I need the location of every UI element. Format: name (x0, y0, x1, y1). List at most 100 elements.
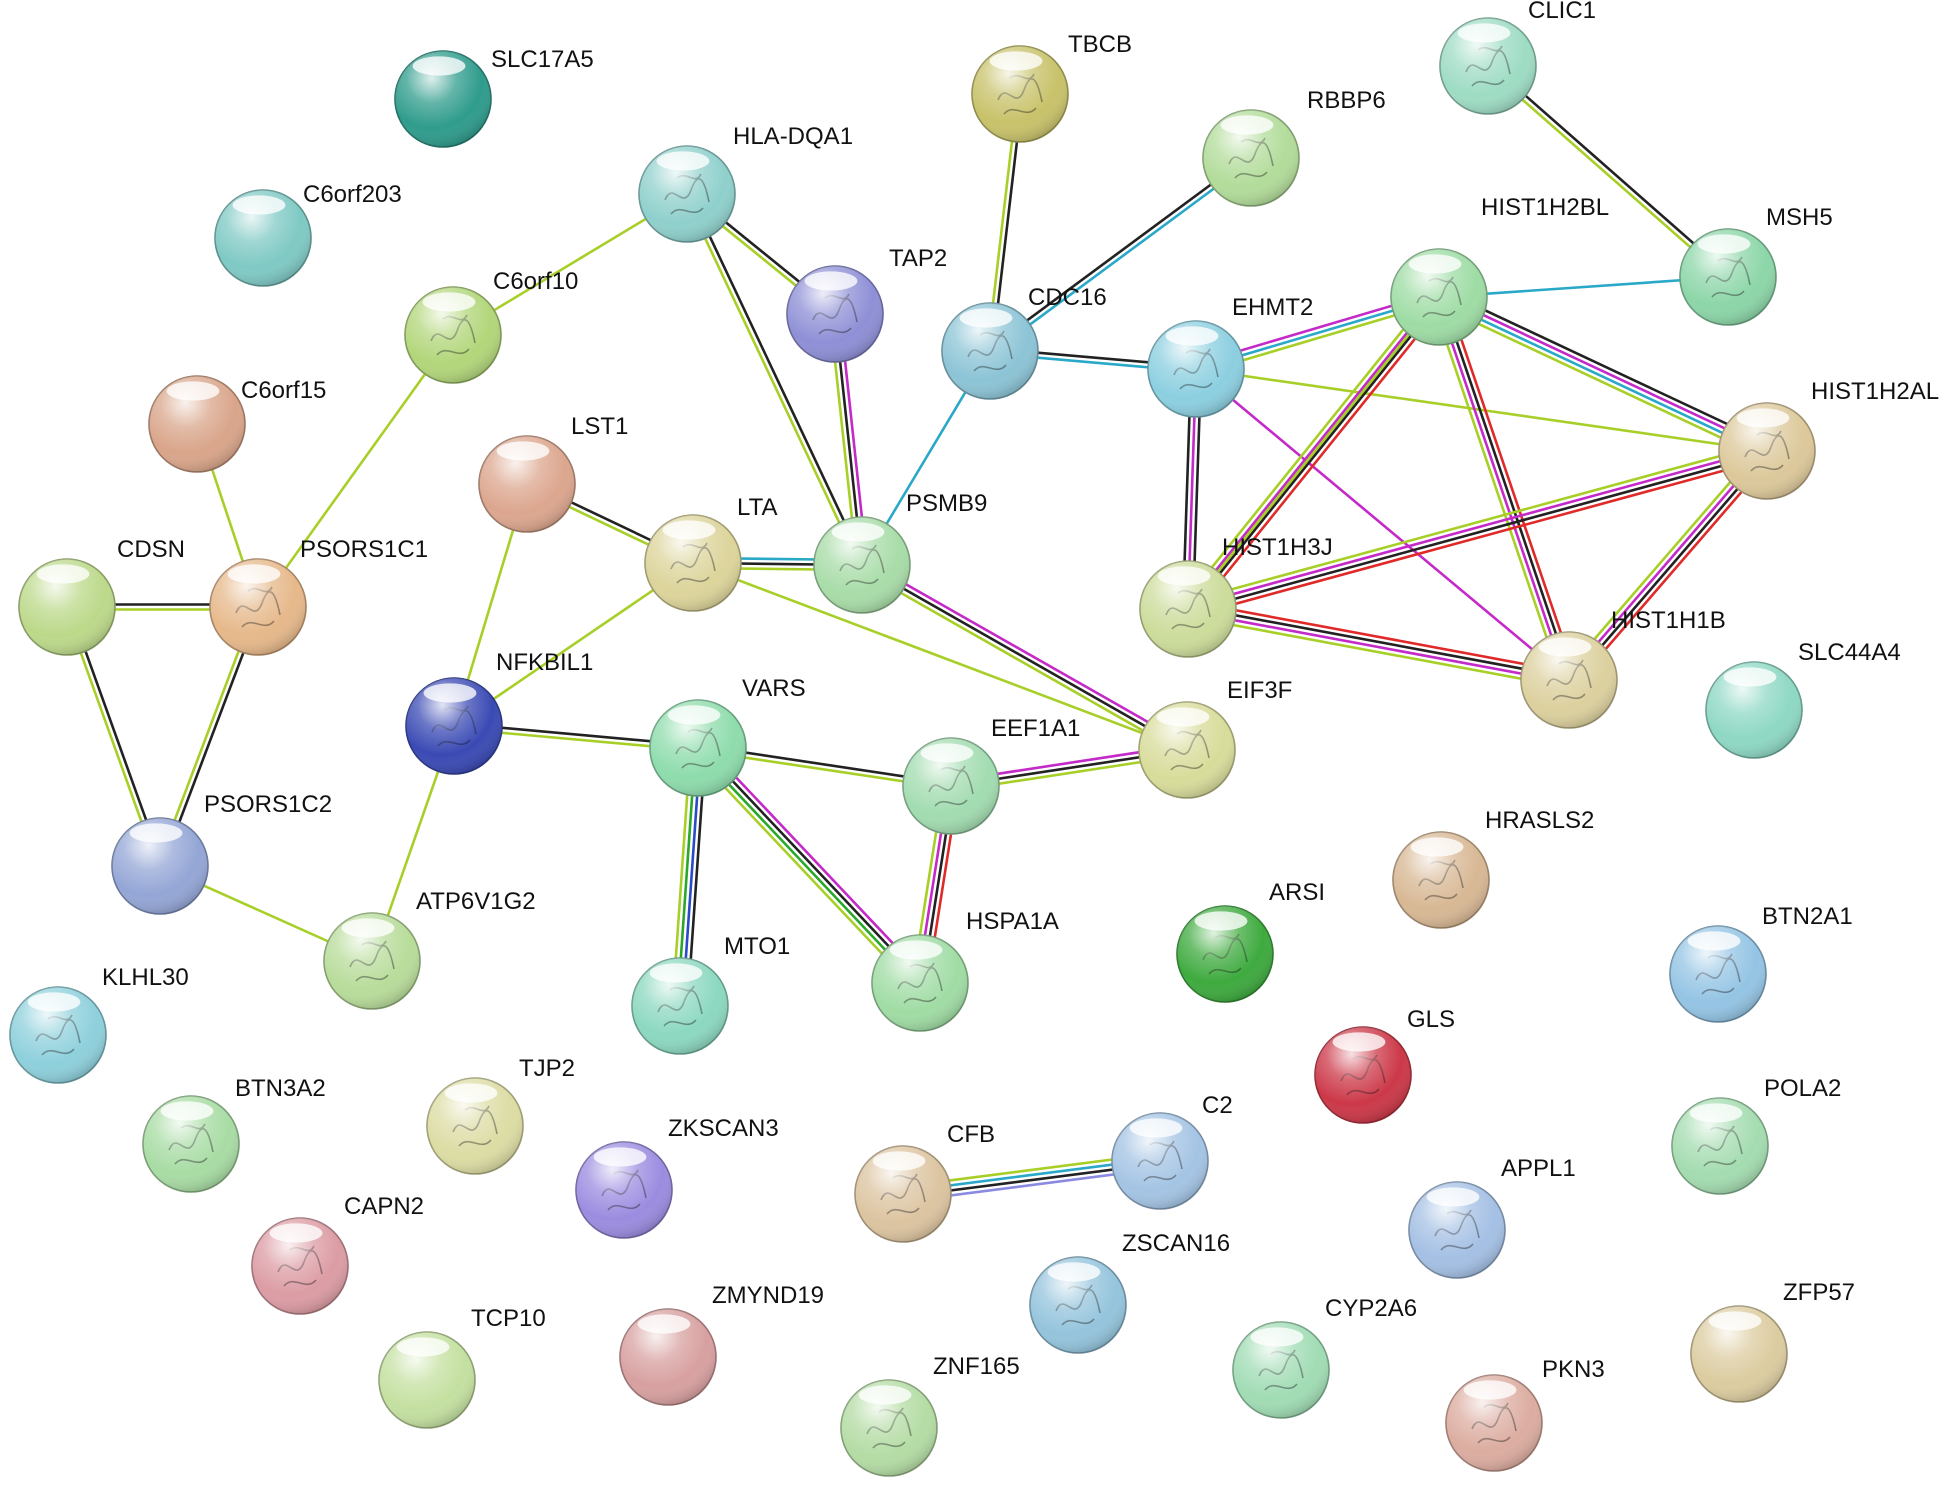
node-sphere[interactable] (405, 677, 503, 775)
node-label: PKN3 (1542, 1356, 1605, 1383)
node-appl1[interactable]: APPL1 (1408, 1155, 1576, 1279)
node-sphere[interactable] (1718, 402, 1816, 500)
node-btn3a2[interactable]: BTN3A2 (142, 1075, 326, 1193)
node-sphere[interactable] (971, 45, 1069, 143)
node-c2[interactable]: C2 (1111, 1092, 1233, 1210)
node-vars[interactable]: VARS (649, 675, 806, 797)
node-zkscan3[interactable]: ZKSCAN3 (575, 1115, 779, 1239)
node-nfkbil1[interactable]: NFKBIL1 (405, 649, 593, 775)
node-capn2[interactable]: CAPN2 (251, 1193, 424, 1315)
node-sphere[interactable] (1139, 560, 1237, 658)
node-c6orf15[interactable]: C6orf15 (148, 375, 326, 473)
node-sphere[interactable] (941, 302, 1039, 400)
node-tap2[interactable]: TAP2 (786, 245, 947, 363)
node-mto1[interactable]: MTO1 (631, 933, 790, 1055)
node-hspa1a[interactable]: HSPA1A (871, 908, 1059, 1032)
node-tcp10[interactable]: TCP10 (378, 1305, 546, 1429)
node-sphere[interactable] (323, 912, 421, 1010)
node-znf165[interactable]: ZNF165 (840, 1353, 1020, 1477)
node-sphere[interactable] (1705, 661, 1803, 759)
node-rbbp6[interactable]: RBBP6 (1202, 87, 1386, 207)
node-sphere[interactable] (854, 1145, 952, 1243)
node-msh5[interactable]: MSH5 (1679, 204, 1833, 326)
node-sphere[interactable] (1138, 701, 1236, 799)
node-sphere[interactable] (378, 1331, 476, 1429)
node-sphere[interactable] (111, 817, 209, 915)
node-label: BTN3A2 (235, 1075, 326, 1102)
node-zmynd19[interactable]: ZMYND19 (619, 1282, 824, 1406)
node-tbcb[interactable]: TBCB (971, 31, 1132, 143)
node-gls[interactable]: GLS (1314, 1006, 1455, 1124)
node-sphere[interactable] (1669, 925, 1767, 1023)
node-sphere[interactable] (394, 50, 492, 148)
node-sphere[interactable] (142, 1095, 240, 1193)
node-atp6v1g2[interactable]: ATP6V1G2 (323, 888, 536, 1010)
node-sphere[interactable] (638, 145, 736, 243)
node-arsi[interactable]: ARSI (1176, 879, 1325, 1003)
node-pola2[interactable]: POLA2 (1671, 1075, 1841, 1195)
node-sphere[interactable] (214, 189, 312, 287)
node-sphere[interactable] (426, 1077, 524, 1175)
node-lta[interactable]: LTA (644, 494, 777, 612)
node-sphere[interactable] (209, 558, 307, 656)
edge-line (1444, 294, 1578, 679)
node-hist1h2al[interactable]: HIST1H2AL (1718, 378, 1939, 500)
node-sphere[interactable] (649, 699, 747, 797)
node-slc17a5[interactable]: SLC17A5 (394, 46, 594, 148)
node-ehmt2[interactable]: EHMT2 (1147, 294, 1313, 418)
node-sphere[interactable] (251, 1217, 349, 1315)
node-sphere[interactable] (1439, 17, 1537, 115)
node-sphere[interactable] (1176, 905, 1274, 1003)
node-psors1c2[interactable]: PSORS1C2 (111, 791, 332, 915)
node-sphere[interactable] (840, 1379, 938, 1477)
node-zscan16[interactable]: ZSCAN16 (1029, 1230, 1230, 1354)
node-sphere[interactable] (1111, 1112, 1209, 1210)
node-sphere[interactable] (1690, 1305, 1788, 1403)
node-psors1c1[interactable]: PSORS1C1 (209, 536, 428, 656)
node-zfp57[interactable]: ZFP57 (1690, 1279, 1855, 1403)
node-slc44a4[interactable]: SLC44A4 (1705, 639, 1901, 759)
node-label: HIST1H2AL (1811, 378, 1939, 405)
node-sphere[interactable] (1314, 1026, 1412, 1124)
node-sphere[interactable] (1232, 1321, 1330, 1419)
node-sphere[interactable] (478, 435, 576, 533)
node-btn2a1[interactable]: BTN2A1 (1669, 903, 1853, 1023)
node-c6orf203[interactable]: C6orf203 (214, 181, 402, 287)
node-sphere[interactable] (1671, 1097, 1769, 1195)
node-sphere[interactable] (1147, 320, 1245, 418)
node-sphere[interactable] (813, 516, 911, 614)
node-clic1[interactable]: CLIC1 (1439, 0, 1596, 115)
node-hla-dqa1[interactable]: HLA-DQA1 (638, 123, 853, 243)
node-sphere[interactable] (1445, 1374, 1543, 1472)
node-sphere[interactable] (1392, 831, 1490, 929)
node-sphere[interactable] (1390, 248, 1488, 346)
node-hrasls2[interactable]: HRASLS2 (1392, 807, 1594, 929)
node-sphere[interactable] (644, 514, 742, 612)
node-sphere[interactable] (619, 1308, 717, 1406)
node-sphere[interactable] (1408, 1181, 1506, 1279)
node-klhl30[interactable]: KLHL30 (9, 964, 189, 1084)
node-sphere[interactable] (1029, 1256, 1127, 1354)
node-cyp2a6[interactable]: CYP2A6 (1232, 1295, 1417, 1419)
node-cdsn[interactable]: CDSN (18, 536, 185, 656)
node-sphere[interactable] (1679, 228, 1777, 326)
node-sphere[interactable] (902, 737, 1000, 835)
node-sphere[interactable] (631, 957, 729, 1055)
node-sphere[interactable] (786, 265, 884, 363)
node-sphere[interactable] (575, 1141, 673, 1239)
node-pkn3[interactable]: PKN3 (1445, 1356, 1605, 1472)
node-eif3f[interactable]: EIF3F (1138, 677, 1292, 799)
node-sphere[interactable] (871, 934, 969, 1032)
node-lst1[interactable]: LST1 (478, 413, 628, 533)
node-tjp2[interactable]: TJP2 (426, 1055, 575, 1175)
node-sphere[interactable] (18, 558, 116, 656)
node-sphere[interactable] (404, 286, 502, 384)
node-sphere[interactable] (148, 375, 246, 473)
node-cdc16[interactable]: CDC16 (941, 284, 1107, 400)
node-c6orf10[interactable]: C6orf10 (404, 268, 578, 384)
node-sphere[interactable] (9, 986, 107, 1084)
node-sphere[interactable] (1520, 631, 1618, 729)
node-psmb9[interactable]: PSMB9 (813, 490, 987, 614)
node-label: APPL1 (1501, 1155, 1576, 1182)
node-sphere[interactable] (1202, 109, 1300, 207)
